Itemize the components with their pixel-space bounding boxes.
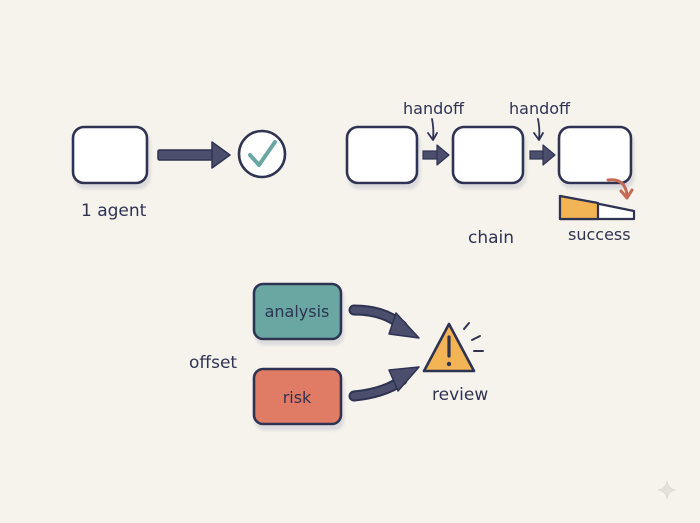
- success-label: success: [568, 225, 631, 244]
- arrow-to-check: [157, 141, 231, 169]
- handoff-label-2: handoff: [509, 99, 571, 118]
- chain-arrow-2: [529, 144, 556, 166]
- risk-box-label: risk: [283, 388, 312, 407]
- analysis-box: [252, 282, 343, 341]
- handoff-pointer-2: [533, 118, 544, 141]
- chain-box-2: [451, 125, 525, 185]
- single-agent-panel: 1 agent: [71, 125, 287, 221]
- chain-box-3: [557, 125, 633, 185]
- warning-triangle-icon: [422, 322, 484, 373]
- curved-arrow-to-success: [606, 178, 634, 200]
- handoff-pointer-1: [427, 118, 438, 141]
- success-wedge: [558, 194, 636, 221]
- chain-box-1: [345, 125, 419, 185]
- check-circle-icon: [237, 129, 287, 179]
- analysis-to-review-arrow: [348, 304, 420, 339]
- offset-panel: offset analysis risk: [189, 282, 488, 426]
- offset-label: offset: [189, 353, 237, 373]
- handoff-label-1: handoff: [403, 99, 465, 118]
- sparkle-icon: [657, 480, 677, 500]
- chain-panel: handoff handoff chain success: [345, 99, 636, 248]
- review-label: review: [432, 385, 488, 405]
- risk-box: [252, 367, 343, 426]
- chain-label: chain: [468, 228, 514, 248]
- chain-arrow-1: [422, 144, 450, 166]
- single-agent-label: 1 agent: [81, 201, 147, 221]
- risk-to-review-arrow: [348, 366, 420, 402]
- analysis-box-label: analysis: [265, 302, 330, 321]
- agent-box: [71, 125, 149, 185]
